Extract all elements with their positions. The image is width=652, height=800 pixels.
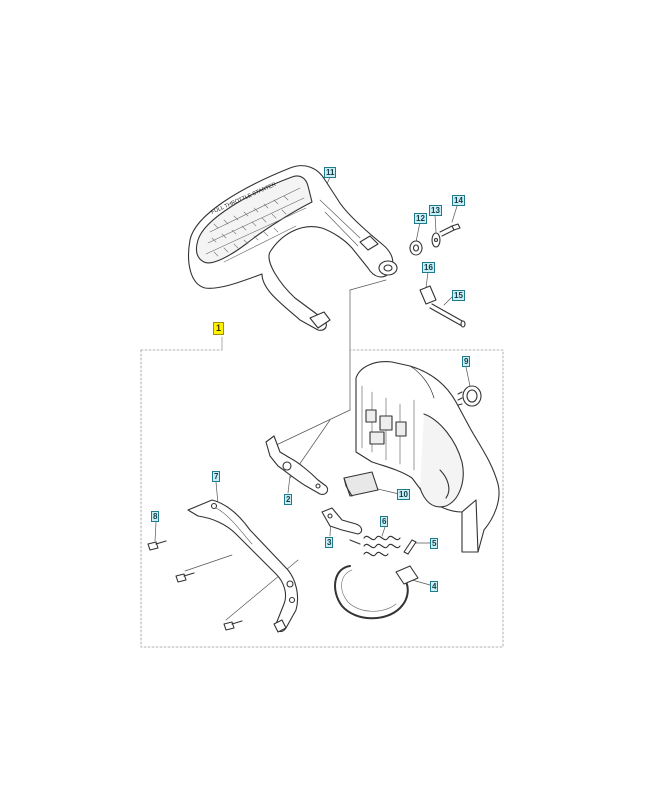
part-label-4: 4 (430, 581, 439, 592)
pin (403, 539, 417, 555)
screws (147, 540, 243, 631)
part-label-3: 3 (325, 537, 334, 548)
part-label-11: 11 (324, 167, 337, 178)
brake-housing (355, 361, 500, 553)
part-label-6: 6 (380, 516, 389, 527)
brake-lever (187, 499, 299, 633)
lever-link (265, 435, 329, 495)
rubber-block (343, 471, 379, 497)
brake-band (334, 565, 419, 620)
slider-block (321, 507, 363, 535)
assembly-label-1: 1 (213, 322, 224, 335)
part-label-2: 2 (284, 494, 293, 505)
part-label-10: 10 (397, 489, 410, 500)
part-label-7: 7 (212, 471, 221, 482)
part-label-9: 9 (462, 356, 471, 367)
part-label-15: 15 (452, 290, 465, 301)
part-label-14: 14 (452, 195, 465, 206)
front-handguard (187, 165, 398, 331)
part-label-8: 8 (151, 511, 160, 522)
part-label-5: 5 (430, 538, 439, 549)
assembly-boundary (140, 336, 504, 648)
cap-knob (457, 385, 482, 407)
pivot-hardware (409, 223, 466, 328)
part-label-12: 12 (414, 213, 427, 224)
part-label-13: 13 (429, 205, 442, 216)
part-label-16: 16 (422, 262, 435, 273)
brake-spring (349, 535, 401, 557)
